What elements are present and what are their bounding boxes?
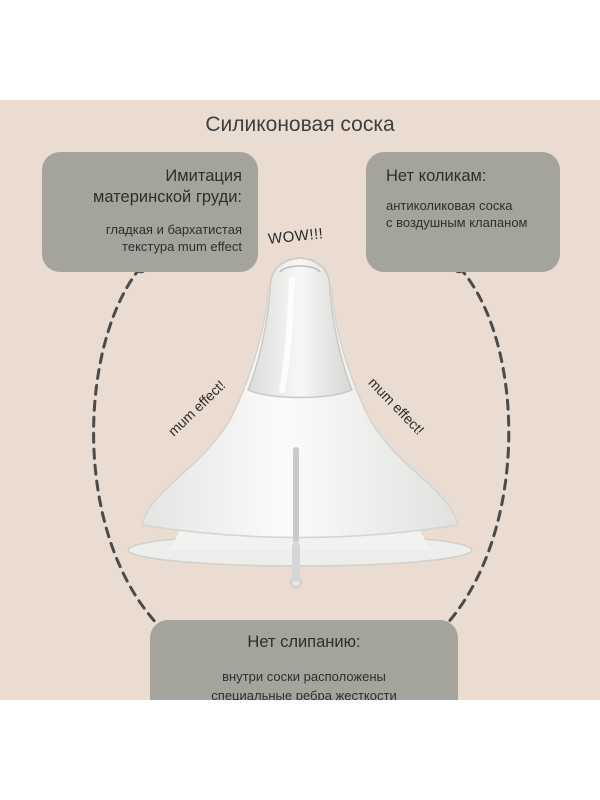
card-description: антиколиковая соска с воздушным клапаном [386, 198, 528, 230]
card-description: гладкая и бархатистая текстура mum effec… [105, 222, 242, 254]
card-no-sticking: Нет слипанию: внутри соски расположены с… [150, 620, 458, 700]
nipple-image [127, 257, 473, 588]
page-title: Силиконовая соска [205, 113, 395, 136]
card-breast-imitation: Имитация материнской груди: гладкая и ба… [42, 152, 258, 272]
card-anti-colic: Нет коликам: антиколиковая соска с возду… [366, 152, 560, 272]
info-panel: Силиконовая соска Имитация материнской г… [0, 100, 600, 700]
card-title: Нет коликам: [386, 167, 487, 185]
card-description: внутри соски расположены специальные реб… [211, 669, 397, 700]
card-title: Имитация материнской груди: [93, 167, 242, 206]
card-title: Нет слипанию: [247, 633, 361, 651]
